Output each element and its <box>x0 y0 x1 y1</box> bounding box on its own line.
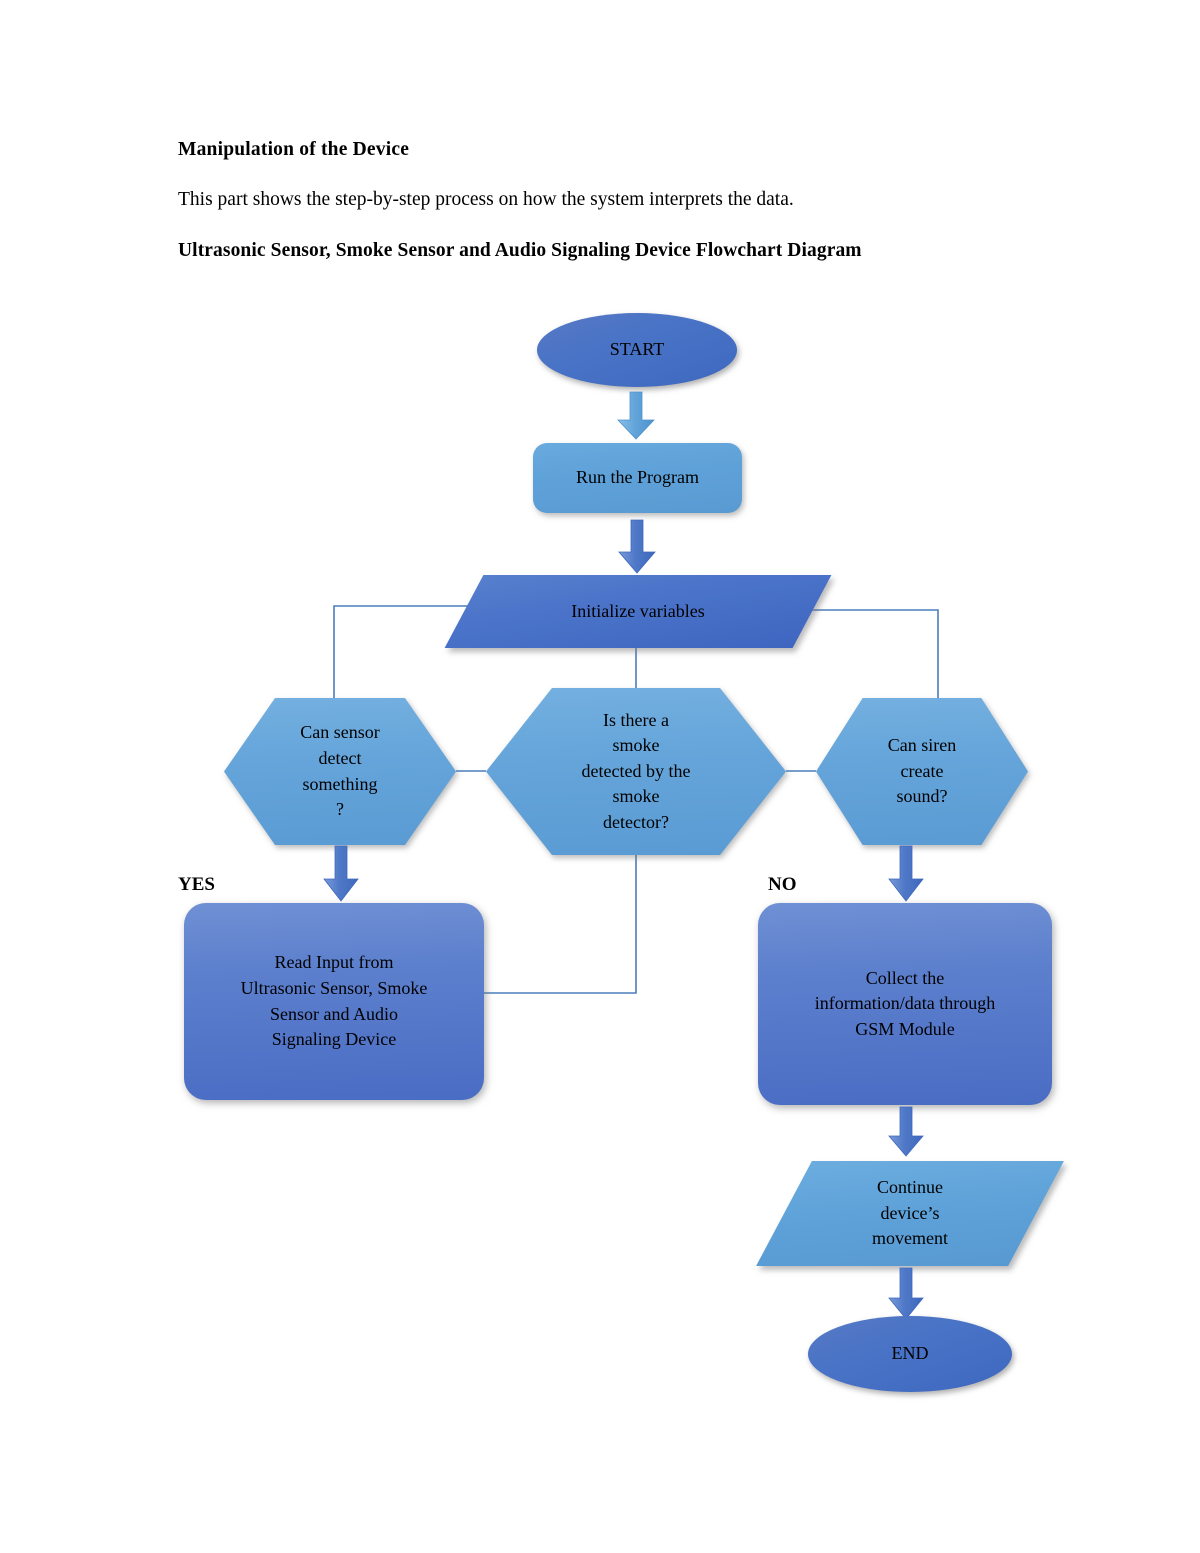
arrow-collect-to-continue <box>888 1106 924 1157</box>
decision-smoke-line-3: detected by the <box>581 760 691 781</box>
branch-label-yes-text: YES <box>178 874 215 895</box>
decision-sensor-line-2: detect <box>318 747 362 768</box>
connector-smoke-to-read <box>484 855 637 994</box>
collect-line-3: GSM Module <box>855 1018 955 1039</box>
decision-siren-line-2: create <box>900 760 944 781</box>
document-text-block: Manipulation of the Device This part sho… <box>178 138 1018 263</box>
branch-label-no-text: NO <box>768 874 797 895</box>
decision-siren-line-1: Can siren <box>887 735 957 756</box>
node-collect-label: Collect the information/data through GSM… <box>764 966 1046 1043</box>
node-decision-sensor[interactable]: Can sensor detect something ? <box>224 698 456 845</box>
node-read-input[interactable]: Read Input from Ultrasonic Sensor, Smoke… <box>184 903 484 1100</box>
node-collect-information[interactable]: Collect the information/data through GSM… <box>758 903 1052 1105</box>
node-start-label: START <box>609 339 665 360</box>
decision-siren-line-3: sound? <box>896 786 948 807</box>
arrow-start-to-run <box>617 391 655 440</box>
read-input-line-2: Ultrasonic Sensor, Smoke <box>240 977 428 998</box>
continue-line-2: device’s <box>880 1202 940 1223</box>
hexagon-fill <box>224 698 456 845</box>
node-decision-smoke-label: Is there a smoke detected by the smoke d… <box>492 708 780 836</box>
branch-label-yes: YES <box>178 874 215 896</box>
node-decision-sensor-label: Can sensor detect something ? <box>230 720 450 822</box>
node-end-label: END <box>891 1343 929 1364</box>
node-continue-label: Continue device’s movement <box>790 1175 1030 1252</box>
connector-init-to-siren <box>775 609 939 700</box>
decision-sensor-line-1: Can sensor <box>300 722 380 743</box>
decision-smoke-line-5: detector? <box>603 811 669 832</box>
node-end[interactable]: END <box>808 1316 1012 1392</box>
read-input-line-1: Read Input from <box>274 952 394 973</box>
node-start[interactable]: START <box>537 313 737 387</box>
collect-line-1: Collect the <box>865 967 945 988</box>
connector-init-to-sensor <box>333 605 468 700</box>
page-title: Manipulation of the Device <box>178 139 410 160</box>
decision-smoke-line-1: Is there a <box>603 709 669 730</box>
node-continue-movement[interactable]: Continue device’s movement <box>756 1161 1064 1266</box>
node-decision-siren-label: Can siren create sound? <box>822 733 1022 810</box>
node-initialize-variables[interactable]: Initialize variables <box>444 575 832 648</box>
node-run-label: Run the Program <box>576 467 699 488</box>
node-run-the-program[interactable]: Run the Program <box>533 443 742 513</box>
decision-sensor-line-3: something <box>302 773 378 794</box>
node-initialize-label: Initialize variables <box>571 600 705 621</box>
hexagon-fill <box>486 688 786 855</box>
collect-line-2: information/data through <box>814 993 996 1014</box>
decision-smoke-line-4: smoke <box>612 786 660 807</box>
arrow-run-to-init <box>618 519 656 574</box>
read-input-line-3: Sensor and Audio <box>270 1003 398 1024</box>
intro-paragraph: This part shows the step-by-step process… <box>178 189 794 211</box>
read-input-line-4: Signaling Device <box>271 1029 397 1050</box>
node-read-input-label: Read Input from Ultrasonic Sensor, Smoke… <box>190 950 478 1052</box>
arrow-siren-to-collect <box>888 845 924 902</box>
continue-line-3: movement <box>872 1228 948 1249</box>
arrow-continue-to-end <box>888 1267 924 1320</box>
node-decision-smoke[interactable]: Is there a smoke detected by the smoke d… <box>486 688 786 855</box>
continue-line-1: Continue <box>877 1177 943 1198</box>
decision-sensor-line-4: ? <box>336 799 344 820</box>
node-decision-siren[interactable]: Can siren create sound? <box>816 698 1028 845</box>
hexagon-fill <box>816 698 1028 845</box>
diagram-title: Ultrasonic Sensor, Smoke Sensor and Audi… <box>178 239 862 261</box>
branch-label-no: NO <box>768 874 797 896</box>
decision-smoke-line-2: smoke <box>612 735 660 756</box>
arrow-sensor-to-read <box>323 845 359 902</box>
